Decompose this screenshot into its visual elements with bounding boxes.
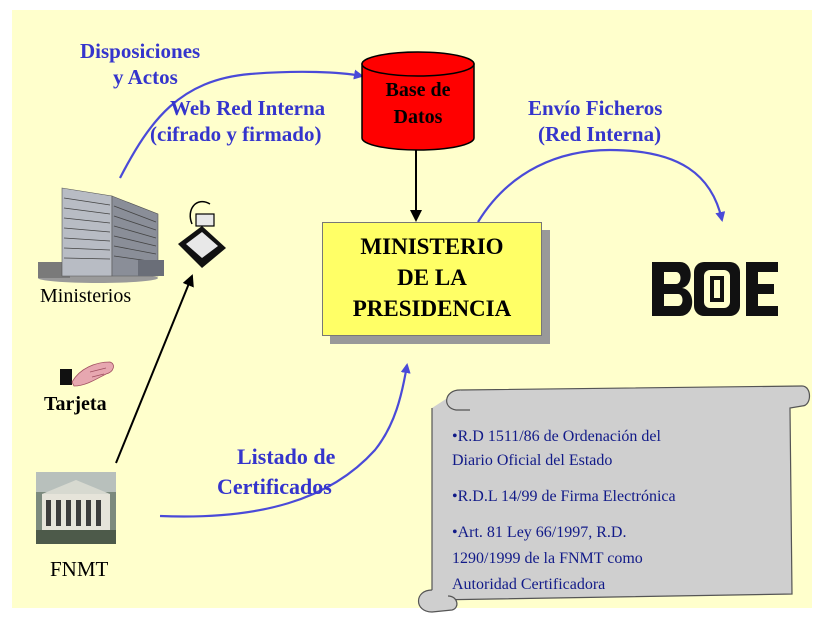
card-reader-icon xyxy=(178,201,226,268)
label-disposiciones-line2: y Actos xyxy=(113,65,178,89)
label-listado-line2: Certificados xyxy=(217,474,332,499)
tarjeta-label: Tarjeta xyxy=(44,393,107,415)
ministry-line2: DE LA xyxy=(397,265,467,290)
arrow-fnmt-to-reader xyxy=(115,274,194,464)
label-envio-line1: Envío Ficheros xyxy=(528,96,663,120)
fnmt-label: FNMT xyxy=(50,557,109,581)
ministerios-label: Ministerios xyxy=(40,285,132,307)
note-line-3: •R.D.L 14/99 de Firma Electrónica xyxy=(452,488,676,505)
label-web-line1: Web Red Interna xyxy=(170,96,326,120)
ministry-line1: MINISTERIO xyxy=(360,234,504,259)
arrow-ministry-to-boe xyxy=(477,148,726,223)
fnmt-building-icon xyxy=(36,472,116,544)
label-web-red-interna: Web Red Interna (cifrado y firmado) xyxy=(150,95,325,147)
ministry-box: MINISTERIO DE LA PRESIDENCIA xyxy=(322,222,542,336)
label-envio-ficheros: Envío Ficheros (Red Interna) xyxy=(528,95,662,147)
label-envio-line2: (Red Interna) xyxy=(538,122,662,146)
card-hand-icon xyxy=(60,361,114,387)
note-line-2: Diario Oficial del Estado xyxy=(452,452,613,469)
database-label: Base de Datos xyxy=(372,77,464,131)
note-line-6: Autoridad Certificadora xyxy=(452,576,606,593)
building-icon xyxy=(38,187,164,283)
label-web-line2: (cifrado y firmado) xyxy=(150,122,322,146)
database-label-line2: Datos xyxy=(393,106,443,128)
note-line-1: •R.D 1511/86 de Ordenación del xyxy=(452,428,661,445)
boe-logo-icon xyxy=(652,262,778,316)
database-label-line1: Base de xyxy=(385,79,451,101)
ministry-line3: PRESIDENCIA xyxy=(352,296,512,321)
label-listado-line1: Listado de xyxy=(237,444,336,469)
note-scroll xyxy=(417,385,811,613)
label-listado: Listado de Certificados xyxy=(217,442,335,502)
arrow-ministerios-to-db xyxy=(119,69,364,179)
arrow-fnmt-to-ministry xyxy=(159,363,411,518)
database-cylinder xyxy=(361,51,475,151)
note-line-4: •Art. 81 Ley 66/1997, R.D. xyxy=(452,524,627,541)
note-line-5: 1290/1999 de la FNMT como xyxy=(452,550,643,567)
label-disposiciones: Disposiciones y Actos xyxy=(80,38,200,90)
label-disposiciones-line1: Disposiciones xyxy=(80,39,201,63)
